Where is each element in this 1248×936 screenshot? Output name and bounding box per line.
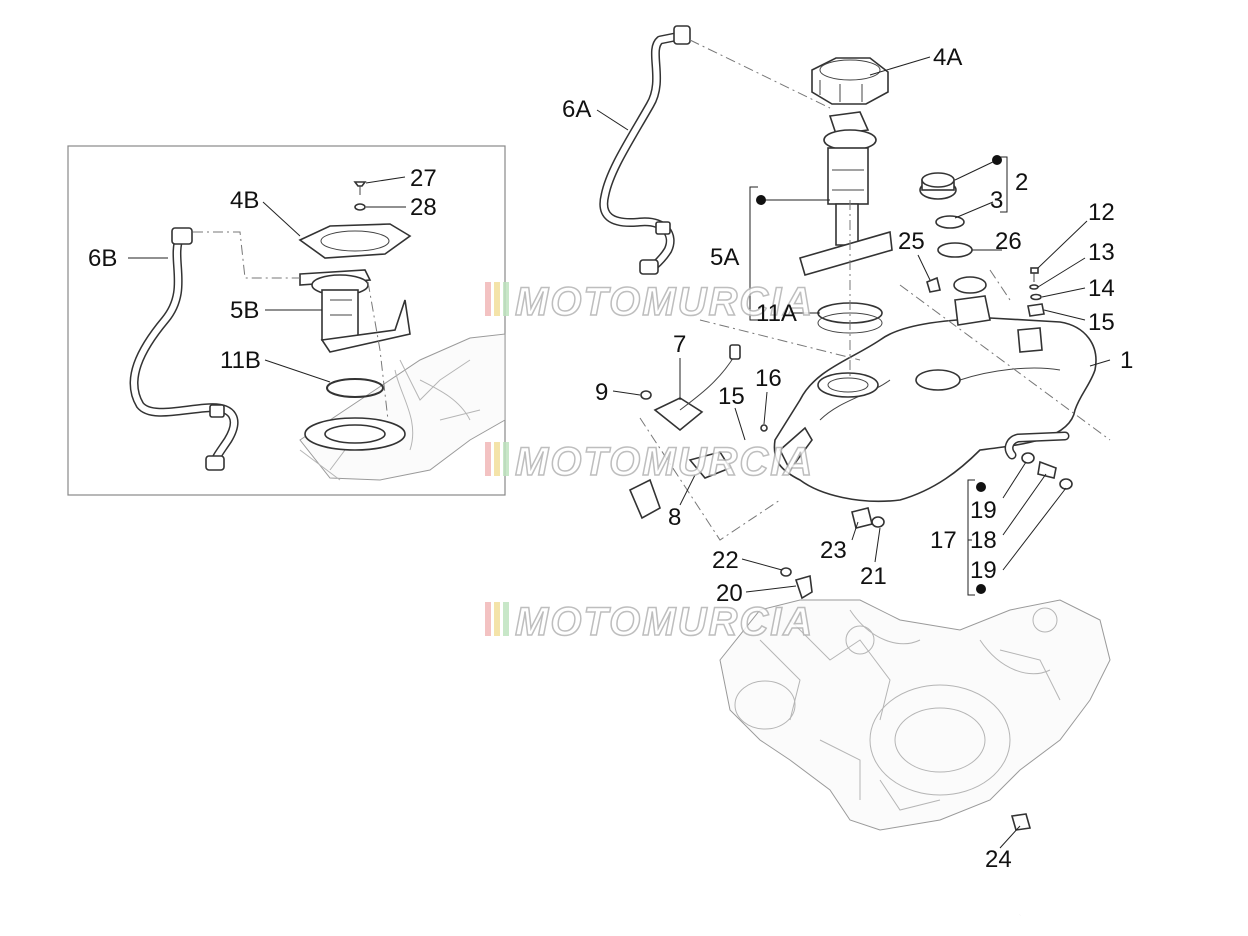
part-15-clip — [1027, 303, 1045, 317]
part-12-bolt — [1030, 267, 1039, 282]
callout-5a: 5A — [710, 244, 739, 271]
callout-4b: 4B — [230, 187, 259, 214]
callout-15-sensor: 15 — [718, 383, 745, 410]
watermark-text: MOTOMURCIA — [515, 440, 814, 484]
callout-18: 18 — [970, 527, 997, 554]
callout-16: 16 — [755, 365, 782, 392]
bracket-17 — [967, 479, 986, 596]
callout-19-lower: 19 — [970, 557, 997, 584]
callout-11a: 11A — [756, 300, 797, 327]
part-16-clip — [760, 424, 768, 432]
part-25-clip — [926, 276, 941, 293]
part-28-washer — [354, 203, 366, 211]
part-14-washer — [1030, 293, 1042, 301]
bracket-5a — [749, 186, 766, 321]
callout-5b: 5B — [230, 297, 259, 324]
callout-6b: 6B — [88, 245, 117, 272]
part-11b-oring — [326, 378, 384, 398]
part-6b-hose — [129, 227, 239, 471]
callout-8: 8 — [668, 504, 681, 531]
part-6a-hose — [599, 25, 691, 275]
callout-13: 13 — [1088, 239, 1115, 266]
part-13-washer — [1029, 284, 1039, 290]
callout-15-tank: 15 — [1088, 309, 1115, 336]
part-8-filter — [628, 451, 732, 520]
callout-12: 12 — [1088, 199, 1115, 226]
part-4a-lock-ring — [811, 57, 889, 105]
part-5a-pump — [799, 111, 893, 276]
callout-28: 28 — [410, 194, 437, 221]
part-17-breather-hose — [1004, 431, 1143, 916]
inset-tank-port — [304, 417, 406, 451]
callout-21: 21 — [860, 563, 887, 590]
callout-4a: 4A — [933, 44, 962, 71]
callout-19-upper: 19 — [970, 497, 997, 524]
callout-6a: 6A — [562, 96, 591, 123]
callout-23: 23 — [820, 537, 847, 564]
watermark-3: MOTOMURCIA — [485, 599, 814, 645]
watermark-2: MOTOMURCIA — [485, 439, 814, 485]
part-4b-flange — [298, 223, 412, 259]
callout-24: 24 — [985, 846, 1012, 873]
callout-14: 14 — [1088, 275, 1115, 302]
callout-1: 1 — [1120, 347, 1133, 374]
callout-26: 26 — [995, 228, 1022, 255]
callout-labels: 1 2 3 4A 4B 5A 5B 6A 6B 7 8 9 11A 11B 12… — [88, 44, 1133, 873]
callout-25: 25 — [898, 228, 925, 255]
callout-22: 22 — [712, 547, 739, 574]
watermark-1: MOTOMURCIA — [485, 279, 814, 325]
engine-ghost — [719, 599, 1111, 831]
part-9-nut — [640, 390, 652, 400]
part-21-cap — [871, 516, 885, 528]
part-7-level-sensor — [653, 344, 741, 432]
watermark-text: MOTOMURCIA — [515, 280, 814, 324]
callout-20: 20 — [716, 580, 743, 607]
callout-27: 27 — [410, 165, 437, 192]
part-24-clip — [1010, 813, 1032, 831]
bracket-2-3 — [954, 155, 1008, 213]
inset-panel — [67, 145, 506, 496]
part-5b-pump — [299, 269, 411, 353]
callout-11b: 11B — [220, 347, 261, 374]
part-23-fitting — [851, 507, 873, 529]
callout-7: 7 — [673, 331, 686, 358]
watermark-text: MOTOMURCIA — [515, 600, 814, 644]
leader-lines — [128, 56, 1111, 849]
callout-3: 3 — [990, 187, 1003, 214]
part-3-gasket — [935, 215, 965, 229]
part-20-elbow — [794, 574, 813, 600]
callout-2: 2 — [1015, 169, 1028, 196]
part-26-gasket — [937, 242, 973, 258]
callout-9: 9 — [595, 379, 608, 406]
callout-17: 17 — [930, 527, 957, 554]
part-27-screw — [353, 181, 367, 195]
part-2-filler-cap — [919, 172, 957, 200]
part-1-fuel-tank — [773, 276, 1097, 503]
part-22-clip — [780, 567, 792, 577]
